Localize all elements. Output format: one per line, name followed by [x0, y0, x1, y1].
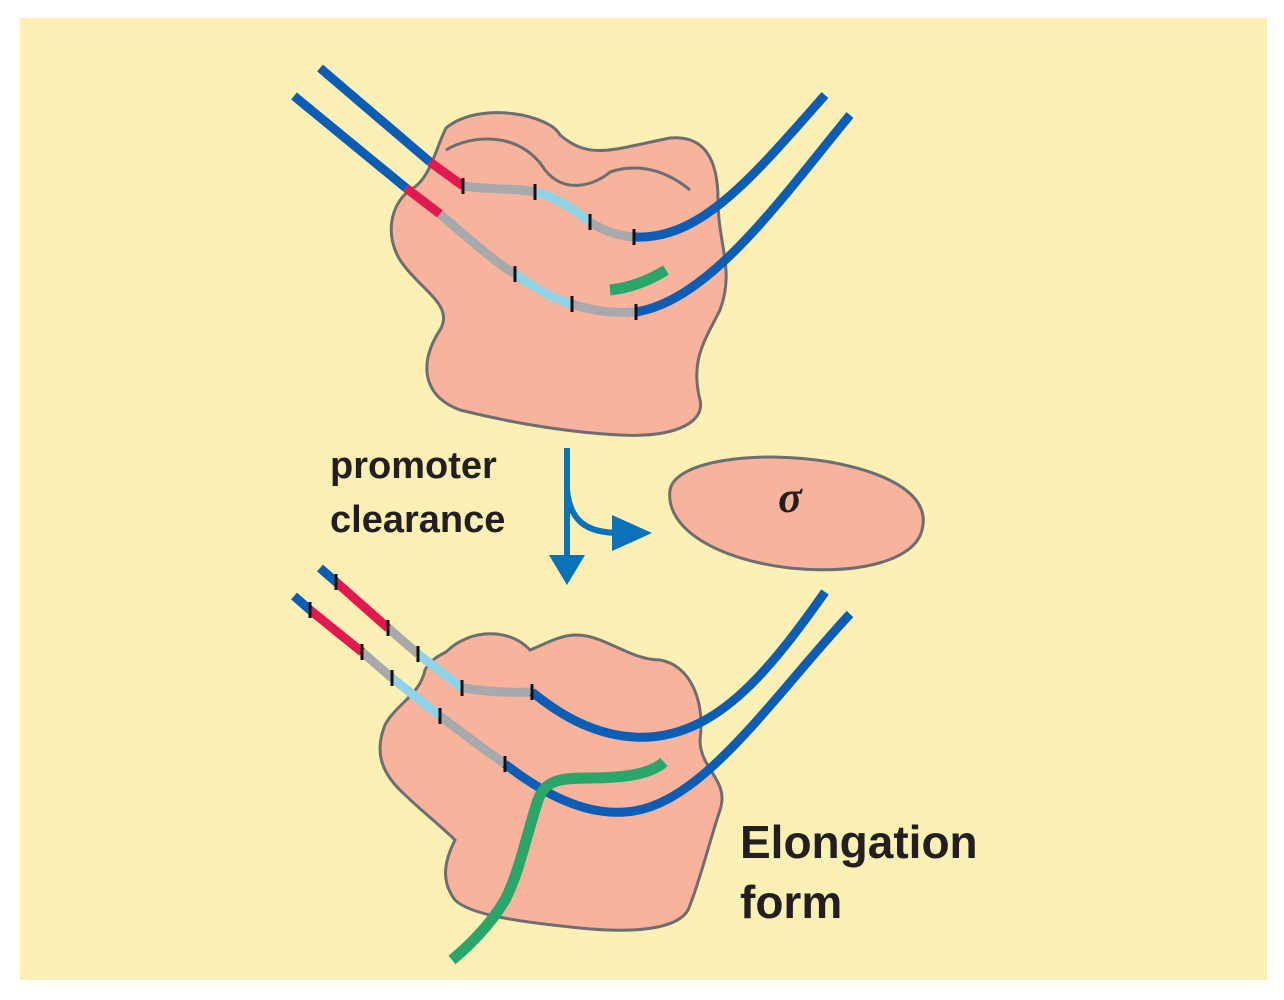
sigma-label: σ: [778, 473, 803, 522]
elongation-form-label-line2: form: [740, 876, 842, 928]
promoter-clearance-label-line1: promoter: [330, 445, 497, 487]
promoter-clearance-label-line2: clearance: [330, 499, 505, 541]
rna-polymerase-top: [389, 111, 728, 437]
dna-strand-lower: [291, 92, 854, 320]
polymerase-inner-contour: [445, 137, 691, 192]
rna-transcript-short: [609, 265, 669, 296]
dna-strand-upper-elongation: [317, 564, 829, 742]
initiation-complex: [291, 64, 854, 437]
elongation-complex: [291, 564, 854, 965]
promoter-clearance-arrow: [549, 448, 652, 585]
rna-transcript-long: [448, 757, 668, 965]
sigma-factor: σ: [668, 455, 925, 572]
dna-strand-upper: [317, 64, 829, 245]
dna-strand-lower-elongation: [291, 592, 854, 817]
elongation-form-label-line1: Elongation: [740, 816, 978, 868]
